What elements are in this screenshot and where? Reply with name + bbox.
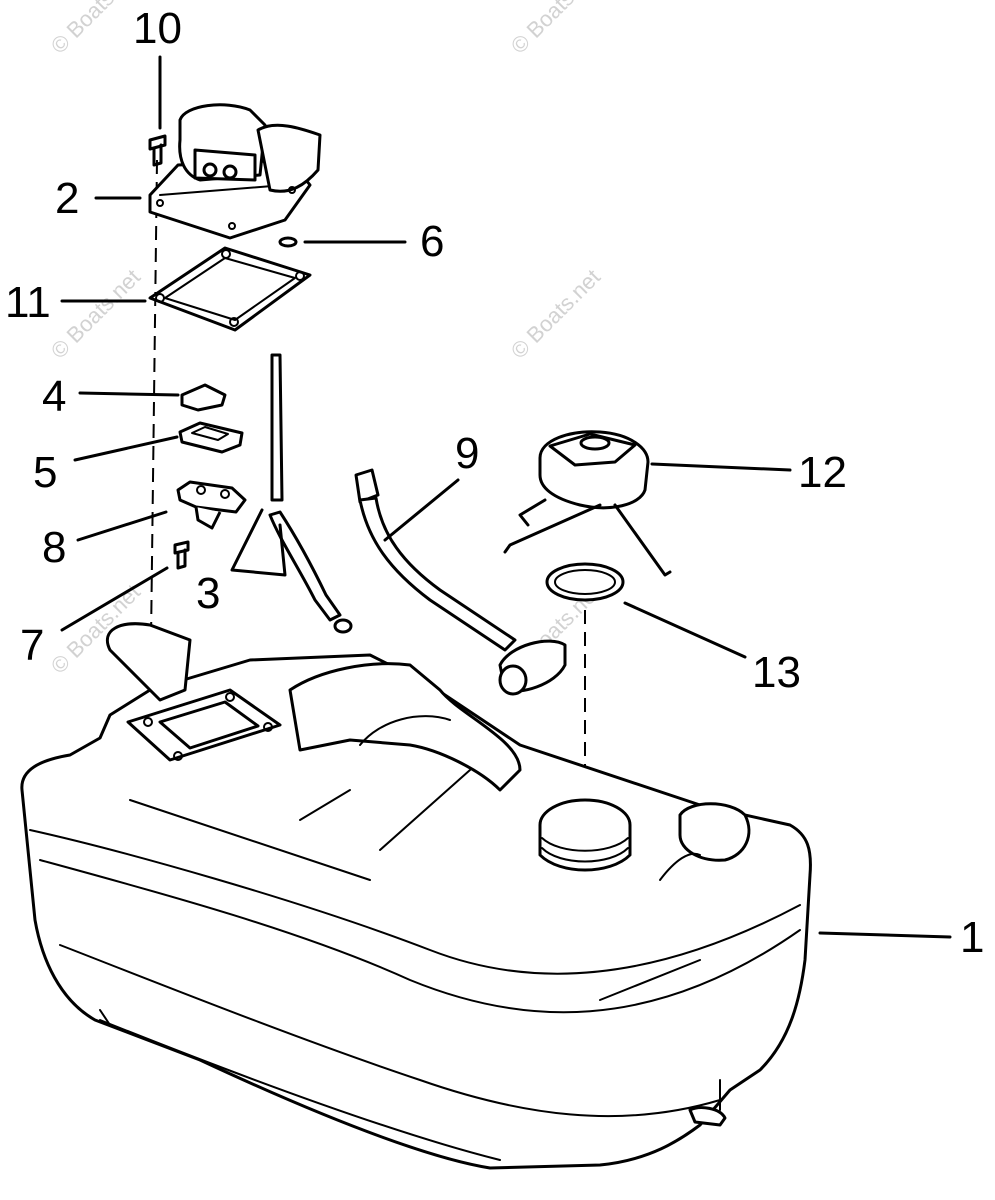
- callout-7: 7: [20, 621, 44, 670]
- housing-port-2: [222, 164, 238, 180]
- leader-1: [818, 931, 952, 939]
- mount-hole-4: [173, 751, 183, 761]
- leader-8: [76, 510, 168, 542]
- valve-port-2: [220, 489, 230, 499]
- callout-3: 3: [196, 569, 220, 618]
- part-7-screw: [173, 540, 190, 570]
- callout-13: 13: [752, 648, 801, 697]
- callout-10: 10: [133, 4, 182, 53]
- part-13-cap-gasket: [545, 562, 625, 602]
- callout-5: 5: [33, 448, 57, 497]
- callouts: 1 2 3 4 5 6 7 8 9 10 11 12 13: [5, 4, 984, 962]
- callout-9: 9: [455, 429, 479, 478]
- leader-3: [230, 508, 287, 577]
- gasket-hole-4: [229, 317, 239, 327]
- part-6-o-ring: [278, 236, 298, 248]
- housing-hole-2: [228, 222, 236, 230]
- housing-hole-3: [288, 186, 296, 194]
- part-4-seal: [180, 383, 227, 412]
- leader-13: [623, 601, 747, 659]
- leader-9: [383, 478, 460, 542]
- part-2-connector-housing: [148, 103, 322, 240]
- part-12-fuel-cap: [503, 430, 672, 577]
- mount-hole-2: [225, 692, 235, 702]
- mount-hole-1: [143, 717, 153, 727]
- part-10-screw: [148, 134, 167, 167]
- callout-11: 11: [5, 278, 51, 327]
- gasket-hole-1: [155, 293, 165, 303]
- callout-12: 12: [798, 448, 847, 497]
- callout-2: 2: [55, 174, 79, 223]
- callout-8: 8: [42, 523, 66, 572]
- fuel-tank: [20, 622, 812, 1170]
- part-8-valve: [176, 480, 247, 530]
- part-5-seal-plate: [178, 421, 244, 454]
- leader-5: [73, 435, 179, 462]
- watermark-1: © Boats.net: [46, 0, 145, 59]
- gasket-hole-2: [221, 249, 231, 259]
- watermark-2: © Boats.net: [506, 0, 605, 59]
- callout-1: 1: [960, 913, 984, 962]
- watermark-4: © Boats.net: [506, 264, 605, 363]
- housing-hole-1: [156, 199, 164, 207]
- gasket-hole-3: [295, 271, 305, 281]
- leader-7: [60, 566, 169, 632]
- housing-port-1: [202, 162, 218, 178]
- mount-hole-3: [263, 722, 273, 732]
- watermark-3: © Boats.net: [46, 264, 145, 363]
- leader-4: [78, 391, 180, 397]
- part-9-float-arm: [354, 468, 567, 696]
- part-11-gasket: [148, 246, 312, 332]
- callout-6: 6: [420, 217, 444, 266]
- part-3-pickup-tube: [268, 353, 353, 634]
- leader-lines: [60, 55, 952, 939]
- valve-port-1: [196, 485, 206, 495]
- callout-4: 4: [42, 372, 66, 421]
- leader-12: [650, 462, 792, 472]
